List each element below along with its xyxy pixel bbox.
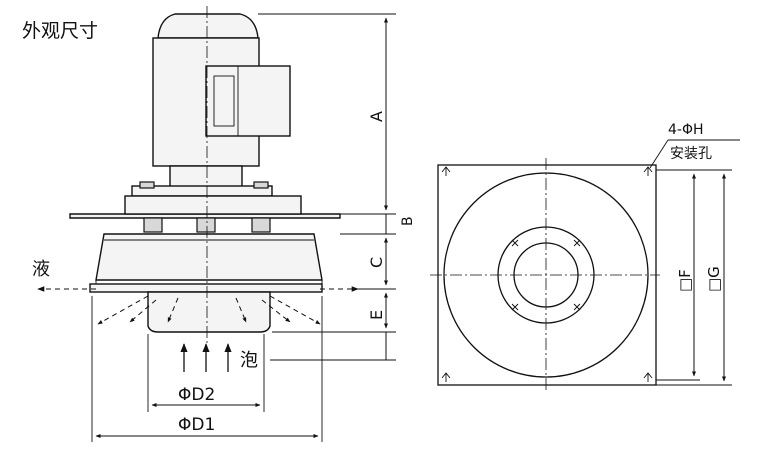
foam-label: 泡 <box>240 350 258 371</box>
stud-middle <box>196 217 216 233</box>
d1-label: ΦD1 <box>178 415 215 435</box>
rotor-housing <box>95 233 323 281</box>
motor-flange <box>169 165 243 189</box>
dim-e-label: E <box>367 310 386 320</box>
drawing-title: 外观尺寸 <box>22 20 98 42</box>
mounting-holes <box>441 166 653 382</box>
liquid-label: 液 <box>32 259 50 280</box>
motor-top-cap <box>157 13 259 39</box>
dim-c-label: C <box>367 257 386 268</box>
hole-spec-label: 4-ΦH <box>668 122 704 138</box>
dim-b-label: B <box>400 216 416 226</box>
terminal-box <box>205 65 291 137</box>
inner-bolt-marks <box>511 239 581 311</box>
dim-f-label: □F <box>676 269 694 292</box>
separator-disc <box>89 283 323 293</box>
dim-a-label: A <box>367 111 386 122</box>
d2-label: ΦD2 <box>178 385 215 405</box>
base-block <box>124 195 302 215</box>
suction-inlet <box>147 291 271 333</box>
dim-g-label: □G <box>705 266 723 292</box>
hole-note-label: 安装孔 <box>670 146 712 162</box>
side-view: 液 泡 ΦD2 ΦD1 A B C E <box>32 6 416 442</box>
top-view: 4-ΦH 安装孔 □F □G <box>430 122 740 392</box>
hole-leader <box>649 139 669 169</box>
stud-right <box>251 217 271 233</box>
stud-left <box>143 217 163 233</box>
